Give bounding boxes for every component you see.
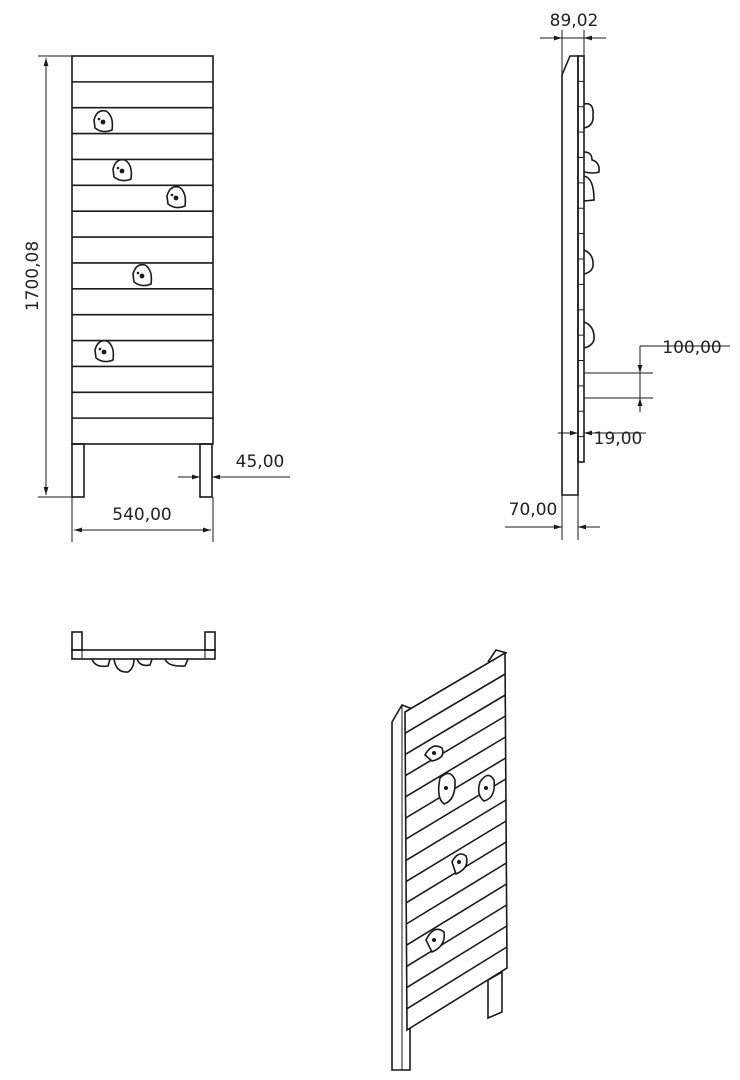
isometric-view bbox=[391, 649, 508, 1071]
side-slat-joints bbox=[578, 80, 584, 438]
leg-width-label: 45,00 bbox=[236, 452, 285, 472]
side-holds bbox=[583, 102, 600, 349]
hold-bolt bbox=[139, 273, 145, 279]
depth-dimension: 89,02 bbox=[540, 11, 606, 75]
iso-panel bbox=[404, 651, 508, 1032]
top-view bbox=[71, 631, 216, 673]
slat-thickness-label: 19,00 bbox=[594, 429, 643, 449]
iso-holds bbox=[423, 745, 496, 954]
hold-bolt bbox=[97, 117, 101, 121]
height-dimension: 1700,08 bbox=[23, 55, 72, 498]
iso-slat-line bbox=[406, 904, 508, 968]
side-view: 89,02 100,00 19,00 70,00 bbox=[505, 11, 730, 540]
height-label: 1700,08 bbox=[23, 241, 43, 311]
iso-slat-line bbox=[406, 925, 508, 989]
slat-thickness-dimension: 19,00 bbox=[558, 420, 646, 449]
post-depth-label: 70,00 bbox=[509, 500, 558, 520]
iso-slat-line bbox=[405, 757, 507, 819]
hold-bolt bbox=[116, 166, 120, 170]
iso-slat-line bbox=[404, 694, 506, 756]
slat-pitch-label: 100,00 bbox=[662, 338, 721, 358]
slat-lines bbox=[72, 81, 213, 419]
iso-slat-line bbox=[406, 946, 508, 1010]
leg-width-dimension: 45,00 bbox=[178, 452, 290, 480]
iso-slat-line bbox=[405, 820, 507, 883]
iso-slat-line bbox=[406, 883, 507, 946]
width-dimension: 540,00 bbox=[71, 497, 214, 542]
post-depth-dimension: 70,00 bbox=[505, 495, 600, 540]
panel-outline bbox=[71, 55, 214, 445]
left-leg bbox=[71, 443, 85, 498]
hold-bolt bbox=[136, 271, 140, 275]
iso-slat-line bbox=[404, 715, 506, 777]
width-label: 540,00 bbox=[112, 505, 171, 525]
iso-slat-line bbox=[405, 799, 507, 862]
front-view: 1700,08 540,00 45,00 bbox=[23, 55, 290, 542]
climbing-holds bbox=[93, 109, 187, 363]
hold-bolt bbox=[98, 347, 102, 351]
hold-bolt bbox=[101, 349, 107, 355]
iso-slat-line bbox=[404, 673, 506, 734]
iso-slat-line bbox=[405, 736, 506, 798]
hold-bolt bbox=[100, 119, 106, 125]
right-leg bbox=[199, 443, 213, 498]
iso-slat-lines bbox=[404, 673, 508, 1010]
hold-bolt bbox=[119, 168, 125, 174]
iso-slat-line bbox=[405, 862, 507, 925]
slat-pitch-dimension: 100,00 bbox=[584, 338, 730, 412]
post-profile bbox=[561, 55, 579, 496]
hold-bolt bbox=[170, 193, 174, 197]
hold-bolt bbox=[173, 195, 179, 201]
depth-label: 89,02 bbox=[550, 11, 599, 31]
